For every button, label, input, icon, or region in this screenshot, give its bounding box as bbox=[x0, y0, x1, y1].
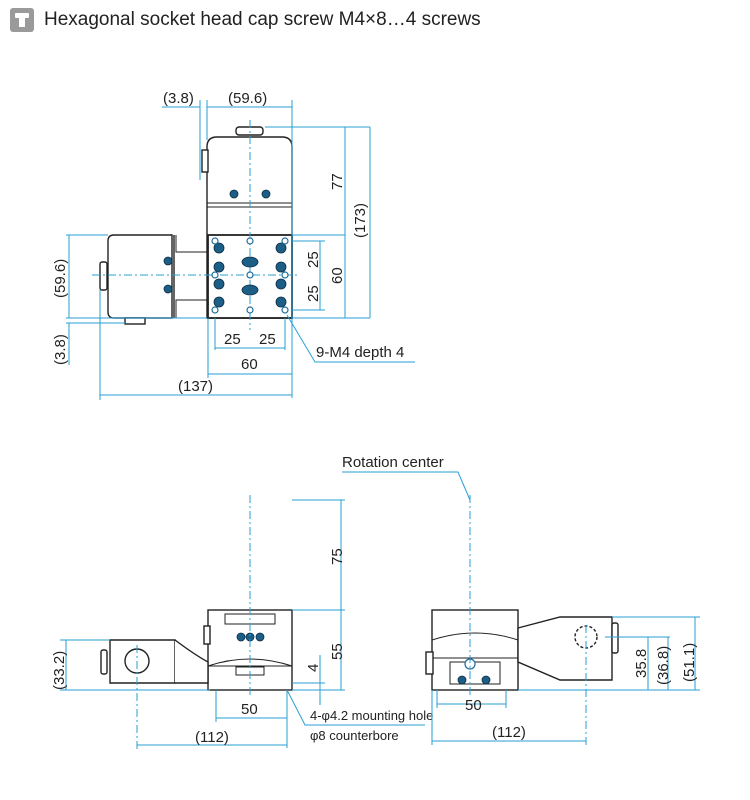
dim-width-left: (59.6) bbox=[52, 259, 69, 298]
dim-body-height: 55 bbox=[329, 643, 346, 660]
dim-pitch-v1: 25 bbox=[305, 251, 322, 268]
header-title: Hexagonal socket head cap screw M4×8…4 s… bbox=[44, 9, 481, 30]
dim-offset-top: (3.8) bbox=[163, 90, 194, 107]
dim-overall-side: (112) bbox=[492, 724, 526, 741]
dim-stage-height: 60 bbox=[329, 267, 346, 284]
callout-mounting-hole: 4-φ4.2 mounting hole bbox=[310, 708, 433, 723]
dim-stage-width: 60 bbox=[241, 356, 258, 373]
dim-pitch-h2: 25 bbox=[259, 331, 276, 348]
rotation-center-label: Rotation center bbox=[342, 454, 444, 471]
dim-overall-height: (51.1) bbox=[681, 643, 698, 682]
header: Hexagonal socket head cap screw M4×8…4 s… bbox=[10, 8, 481, 32]
dim-knob-height2: (36.8) bbox=[655, 646, 672, 685]
dim-pitch-h1: 25 bbox=[224, 331, 241, 348]
dim-total-width: (137) bbox=[178, 378, 213, 395]
dim-knob-height: 35.8 bbox=[633, 649, 650, 678]
dim-base-step: 4 bbox=[305, 664, 322, 672]
dim-overall-front: (112) bbox=[195, 729, 229, 746]
dim-height-total: (173) bbox=[352, 203, 369, 238]
mounting-holes bbox=[163, 189, 289, 314]
top-view: (3.8) (59.6) 77 (173) 25 25 60 (59.6) (3… bbox=[52, 90, 415, 400]
dim-offset-left: (3.8) bbox=[52, 334, 69, 365]
dim-hole-pitch-side: 50 bbox=[465, 697, 482, 714]
dim-center-height: 75 bbox=[329, 548, 346, 565]
dim-hole-pitch-front: 50 bbox=[241, 701, 258, 718]
side-view: 35.8 (36.8) (51.1) 50 (112) bbox=[425, 495, 700, 745]
dim-pitch-v2: 25 bbox=[305, 285, 322, 302]
hex-socket-screw-icon bbox=[10, 8, 34, 32]
callout-counterbore: φ8 counterbore bbox=[310, 728, 399, 743]
front-view: Rotation center 75 55 4 (33.2) 50 (112) … bbox=[51, 454, 471, 750]
dim-arm-height: (33.2) bbox=[51, 651, 68, 690]
dim-height-upper: 77 bbox=[329, 173, 346, 190]
dim-width-top: (59.6) bbox=[228, 90, 267, 107]
callout-tapped-holes: 9-M4 depth 4 bbox=[316, 344, 404, 361]
